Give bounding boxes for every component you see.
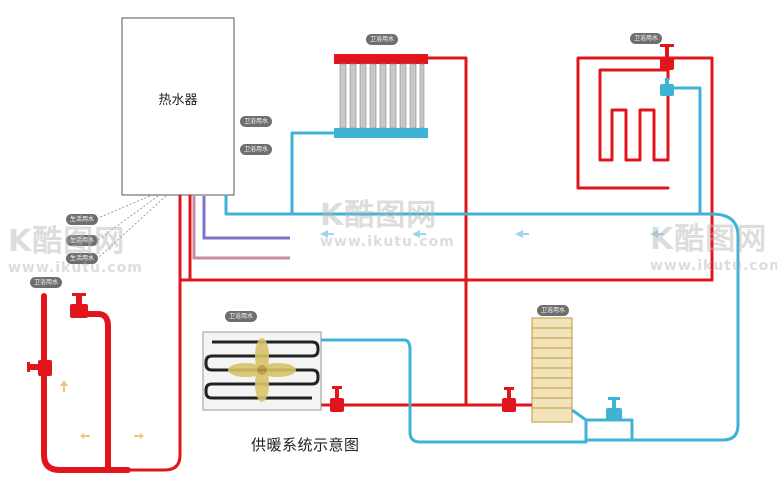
bath-water-tag: 卫浴用水: [240, 144, 273, 155]
cold-return-pipes: [224, 131, 740, 444]
arrow-left-icon: [320, 230, 334, 238]
fan-coil-unit: [202, 331, 322, 411]
towel-rack: [528, 317, 587, 423]
bath-water-tag: 卫浴用水: [240, 116, 273, 127]
valve-icon: [70, 293, 88, 318]
left-loop: [41, 293, 131, 473]
bath-water-tag: 卫浴用水: [30, 277, 63, 288]
fan-icon: [228, 338, 296, 402]
pink-pipe: [192, 196, 290, 260]
valve-icon: [660, 78, 674, 96]
diagram-caption: 供暖系统示意图: [251, 436, 360, 454]
valve-icon: [660, 44, 674, 70]
valve-icon: [606, 397, 622, 420]
valve-icon: [502, 387, 516, 412]
floor-heating-coil: [598, 68, 702, 214]
bath-water-tag: 卫浴用水: [366, 34, 399, 45]
water-heater-label: 热水器: [158, 93, 198, 108]
flow-arrows: [320, 230, 664, 238]
hot-supply-pipes: [126, 56, 714, 472]
valve-icon: [330, 386, 344, 412]
life-water-tag: 生活用水: [66, 235, 99, 246]
purple-pipe: [202, 196, 290, 240]
life-water-tag: 生活用水: [66, 253, 99, 264]
arrow-left-icon: [412, 230, 426, 238]
valve-icon: [27, 360, 52, 376]
arrow-left-icon: [650, 230, 664, 238]
bath-water-tag: 卫浴用水: [225, 311, 258, 322]
bath-water-tag: 卫浴用水: [537, 305, 570, 316]
water-heater-box: [121, 17, 235, 196]
radiator: [334, 54, 428, 138]
arrow-left-icon: [515, 230, 529, 238]
up-arrows: [60, 380, 144, 439]
bath-water-tag: 卫浴用水: [630, 33, 663, 44]
life-water-tag: 生活用水: [66, 214, 99, 225]
tag-leader-lines: [97, 195, 167, 259]
